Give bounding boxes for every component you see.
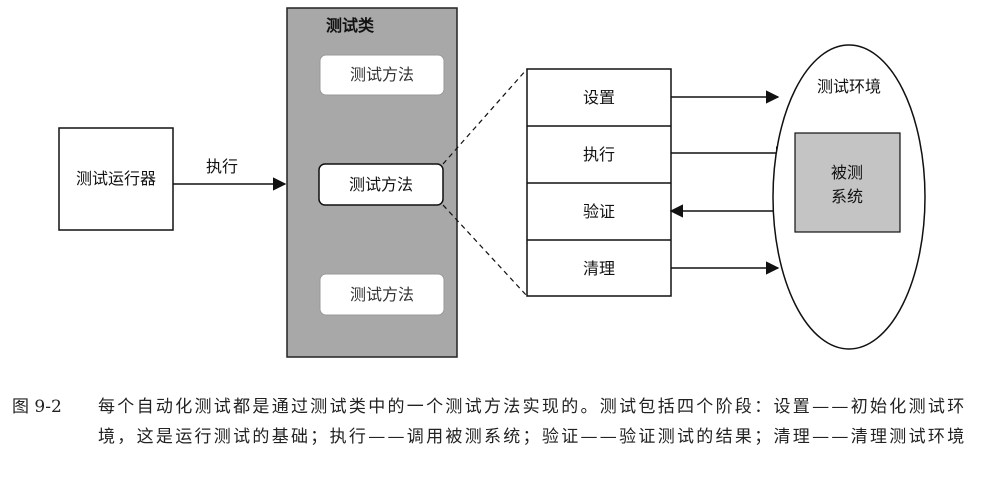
test-method-top: 测试方法 (319, 54, 445, 96)
test-method-middle: 测试方法 (318, 163, 444, 206)
phase-verify-label: 验证 (583, 202, 615, 221)
test-method-label: 测试方法 (350, 285, 414, 304)
test-method-bottom: 测试方法 (319, 273, 445, 316)
test-method-label: 测试方法 (350, 65, 414, 84)
execute-label: 执行 (206, 157, 238, 176)
phase-arrows (669, 90, 790, 275)
phase-teardown-label: 清理 (583, 259, 615, 278)
figure-caption-text: 每个自动化测试都是通过测试类中的一个测试方法实现的。测试包括四个阶段：设置——初… (98, 397, 967, 447)
sut-label-line-1: 被测 (831, 163, 863, 182)
test-runner-box: 测试运行器 (58, 127, 174, 231)
expansion-lines (442, 68, 528, 297)
test-method-label: 测试方法 (349, 175, 413, 194)
system-under-test-box: 被测 系统 (794, 132, 901, 233)
test-structure-diagram: 测试运行器 执行 测试类 测试方法 测试方法 测试方法 设置 执行 (58, 7, 926, 358)
test-class-box: 测试类 测试方法 测试方法 测试方法 (286, 7, 458, 358)
test-environment-title: 测试环境 (817, 77, 881, 96)
test-runner-label: 测试运行器 (76, 169, 156, 188)
phase-stack: 设置 执行 验证 清理 (526, 68, 672, 297)
phase-exercise-label: 执行 (583, 145, 615, 164)
test-environment: 测试环境 被测 系统 (772, 44, 926, 350)
execute-arrow: 执行 (173, 157, 287, 191)
sut-label-line-2: 系统 (831, 187, 863, 206)
test-class-title: 测试类 (326, 16, 375, 35)
phase-setup-label: 设置 (583, 88, 615, 107)
figure-number: 图 9-2 (12, 397, 62, 417)
